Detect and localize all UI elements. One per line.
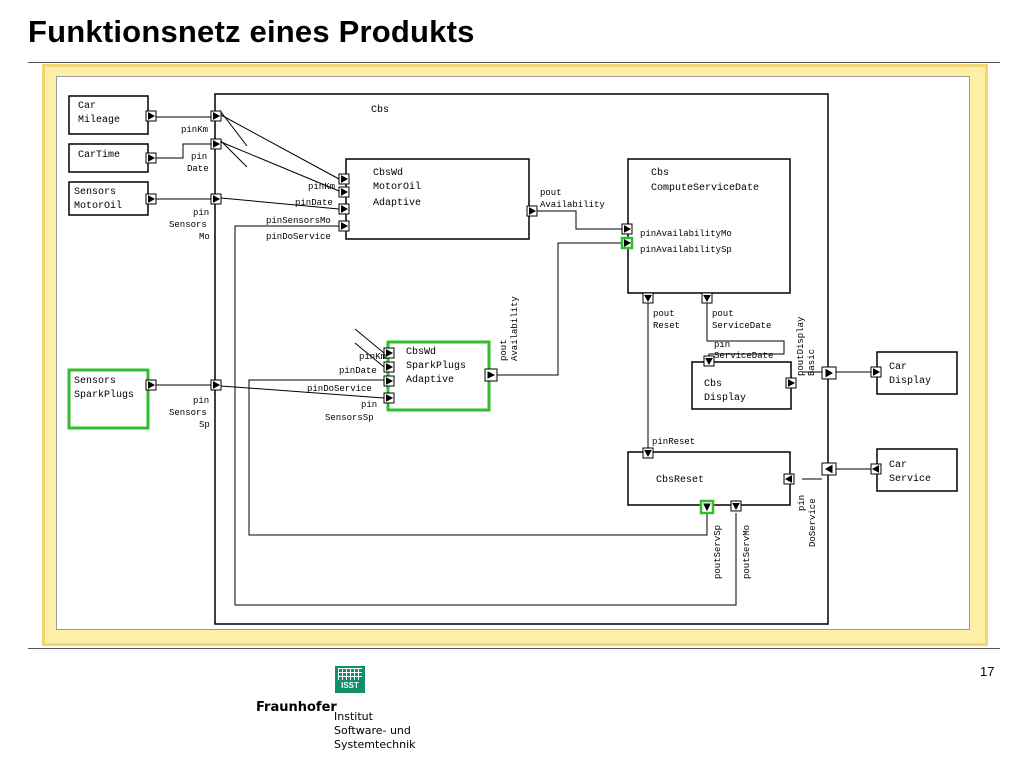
label-sp-pin-date: pinDate bbox=[339, 366, 377, 376]
label-pin-date-1: pin bbox=[191, 152, 207, 162]
sensors-sparkplugs-line2: SparkPlugs bbox=[74, 389, 134, 401]
label-pin-sensors-mo-1: pin bbox=[193, 208, 209, 218]
fraunhofer-isst-logo: ISST Fraunhofer Institut Software- und S… bbox=[256, 662, 456, 762]
motoroil-line3: Adaptive bbox=[373, 197, 421, 209]
car-service-line2: Service bbox=[889, 473, 931, 485]
label-compute-pout-reset-2: Reset bbox=[653, 321, 680, 331]
sparkplugs-line3: Adaptive bbox=[406, 374, 454, 386]
label-sp-pin-sensors-sp-1: pin bbox=[361, 400, 377, 410]
institute-line-1: Institut bbox=[334, 710, 373, 723]
label-mo-pin-km: pinKm bbox=[308, 182, 335, 192]
label-mo-pin-sensors-mo: pinSensorsMo bbox=[266, 216, 331, 226]
ports bbox=[145, 110, 882, 515]
label-compute-pout-sd-2: ServiceDate bbox=[712, 321, 771, 331]
label-display-pout-basic-1: poutDisplay bbox=[796, 316, 806, 376]
label-display-pout-basic-2: Basic bbox=[807, 349, 817, 376]
sensors-motoroil-line2: MotorOil bbox=[74, 200, 122, 212]
compute-line2: ComputeServiceDate bbox=[651, 182, 759, 194]
label-reset-pin-do-service-1: pin bbox=[797, 495, 807, 511]
label-mo-pin-date: pinDate bbox=[295, 198, 333, 208]
motoroil-line2: MotorOil bbox=[373, 181, 421, 193]
sensors-motoroil-line1: Sensors bbox=[74, 187, 116, 198]
label-pin-sensors-sp-1: pin bbox=[193, 396, 209, 406]
label-pin-sensors-mo-2: Sensors bbox=[169, 220, 207, 230]
compute-line1: Cbs bbox=[651, 167, 669, 179]
motoroil-line1: CbsWd bbox=[373, 167, 403, 179]
diagram-canvas: Cbs Car Mileage CarTime Sensors MotorOil… bbox=[56, 76, 970, 630]
outer-box-cbs bbox=[214, 93, 829, 625]
box-cbs-computeservicedate bbox=[627, 158, 791, 294]
car-display-line2: Display bbox=[889, 375, 931, 387]
label-sp-pin-do-service: pinDoService bbox=[307, 384, 372, 394]
function-net-diagram: Cbs Car Mileage CarTime Sensors MotorOil… bbox=[67, 93, 958, 625]
sparkplugs-line2: SparkPlugs bbox=[406, 360, 466, 372]
car-mileage-line2: Mileage bbox=[78, 114, 120, 126]
label-reset-pin-reset: pinReset bbox=[652, 437, 695, 447]
institute-line-3: Systemtechnik bbox=[334, 738, 416, 751]
label-display-pin-sd-2: ServiceDate bbox=[714, 351, 773, 361]
diagram-labels: Cbs Car Mileage CarTime Sensors MotorOil… bbox=[74, 101, 931, 579]
display-line2: Display bbox=[704, 392, 746, 404]
label-compute-pout-reset-1: pout bbox=[653, 309, 675, 319]
sparkplugs-line1: CbsWd bbox=[406, 346, 436, 358]
label-reset-pout-serv-mo: poutServMo bbox=[742, 525, 752, 579]
label-sp-pin-sensors-sp-2: SensorsSp bbox=[325, 413, 374, 423]
institute-name: Institut Software- und Systemtechnik bbox=[334, 710, 416, 752]
label-reset-pout-serv-sp: poutServSp bbox=[713, 525, 723, 579]
car-display-line1: Car bbox=[889, 362, 907, 373]
label-pin-date-2: Date bbox=[187, 164, 209, 174]
box-sensors-sparkplugs bbox=[67, 368, 150, 430]
box-cbsreset bbox=[627, 451, 791, 506]
label-pin-sensors-sp-3: Sp bbox=[199, 420, 210, 430]
sensors-sparkplugs-line1: Sensors bbox=[74, 376, 116, 387]
isst-logo-text: ISST bbox=[341, 681, 359, 690]
label-compute-pout-sd-1: pout bbox=[712, 309, 734, 319]
car-service-line1: Car bbox=[889, 460, 907, 471]
label-sp-pin-km: pinKm bbox=[359, 352, 386, 362]
slide-title: Funktionsnetz eines Produkts bbox=[28, 14, 475, 49]
reset-title: CbsReset bbox=[656, 474, 704, 486]
label-mo-pin-do-service: pinDoService bbox=[266, 232, 331, 242]
outer-title: Cbs bbox=[371, 104, 389, 116]
page-number: 17 bbox=[980, 664, 995, 679]
label-mo-pout-availability-2: Availability bbox=[540, 200, 605, 210]
isst-logo-icon: ISST bbox=[335, 666, 365, 693]
label-display-pin-sd-1: pin bbox=[714, 340, 730, 350]
label-pin-sensors-sp-2: Sensors bbox=[169, 408, 207, 418]
label-pin-sensors-mo-3: Mo bbox=[199, 232, 210, 242]
connections bbox=[156, 111, 871, 606]
label-mo-pout-availability-1: pout bbox=[540, 188, 562, 198]
box-car-display bbox=[876, 351, 958, 395]
car-time-label: CarTime bbox=[78, 149, 120, 161]
label-pin-km: pinKm bbox=[181, 125, 208, 135]
display-line1: Cbs bbox=[704, 378, 722, 390]
top-rule bbox=[28, 62, 1000, 63]
label-compute-pin-avail-mo: pinAvailabilityMo bbox=[640, 229, 732, 239]
institute-line-2: Software- und bbox=[334, 724, 411, 737]
car-mileage-line1: Car bbox=[78, 101, 96, 112]
bottom-rule bbox=[28, 648, 1000, 649]
box-cbswd-motoroil bbox=[345, 158, 530, 240]
fraunhofer-wordmark: Fraunhofer bbox=[256, 700, 337, 715]
label-sp-pout-availability-2: Availability bbox=[510, 296, 520, 361]
label-reset-pin-do-service-2: DoService bbox=[808, 498, 818, 547]
label-sp-pout-availability-1: pout bbox=[499, 339, 509, 361]
label-compute-pin-avail-sp: pinAvailabilitySp bbox=[640, 245, 732, 255]
